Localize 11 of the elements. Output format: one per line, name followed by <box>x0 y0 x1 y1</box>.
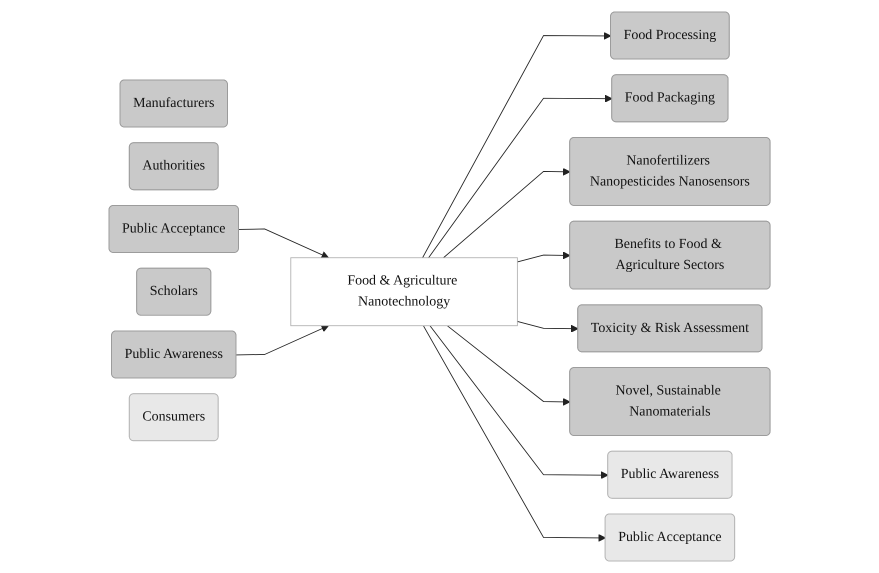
arrow <box>446 325 570 406</box>
arrow <box>428 94 612 258</box>
arrow <box>422 325 606 542</box>
arrow <box>422 32 612 258</box>
arrow <box>430 325 608 479</box>
arrow <box>238 228 329 258</box>
arrow <box>516 252 570 262</box>
node-box: Food & Agriculture Nanotechnology <box>290 257 518 326</box>
arrow <box>443 168 570 258</box>
arrow <box>236 325 329 356</box>
arrow <box>516 321 578 332</box>
